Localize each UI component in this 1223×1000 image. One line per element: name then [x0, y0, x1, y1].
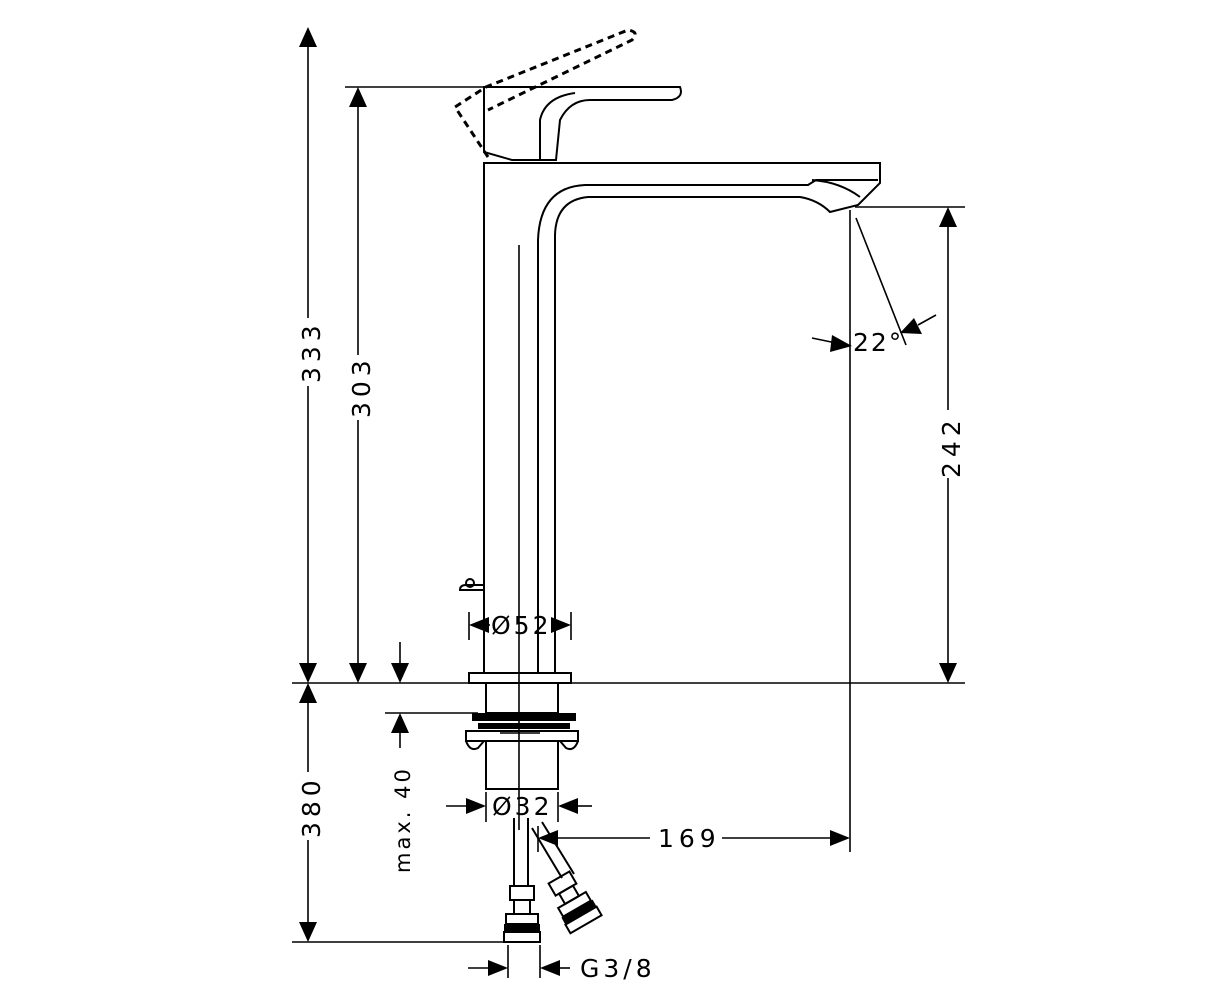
spout-height-label: 242: [937, 415, 966, 478]
reference-lines: [292, 86, 965, 943]
dim-total-height: 333: [297, 27, 326, 683]
dim-connection-thread: G3/8: [468, 945, 656, 983]
spout-angle-label: 22°: [853, 328, 903, 357]
projection-label: 169: [658, 824, 721, 853]
dim-projection: 169: [537, 824, 850, 853]
shank-diameter-label: Ø32: [492, 792, 553, 821]
base-diameter-label: Ø52: [491, 611, 552, 640]
mounting-assembly: [465, 682, 603, 943]
handle-height-label: 303: [347, 355, 376, 418]
max-counter-thickness-label: max. 40: [391, 766, 415, 873]
dim-base-diameter: Ø52: [468, 611, 572, 640]
faucet-body: [452, 28, 881, 830]
dim-below-counter: 380: [297, 683, 326, 942]
total-height-label: 333: [297, 320, 326, 383]
dim-max-counter-thickness: max. 40: [391, 642, 415, 873]
dim-spout-height: 242: [937, 207, 966, 683]
dim-shank-diameter: Ø32: [446, 792, 592, 822]
dim-handle-height: 303: [347, 87, 376, 683]
connection-thread-label: G3/8: [580, 954, 656, 983]
dim-spout-angle: 22°: [811, 217, 937, 357]
below-counter-label: 380: [297, 775, 326, 838]
